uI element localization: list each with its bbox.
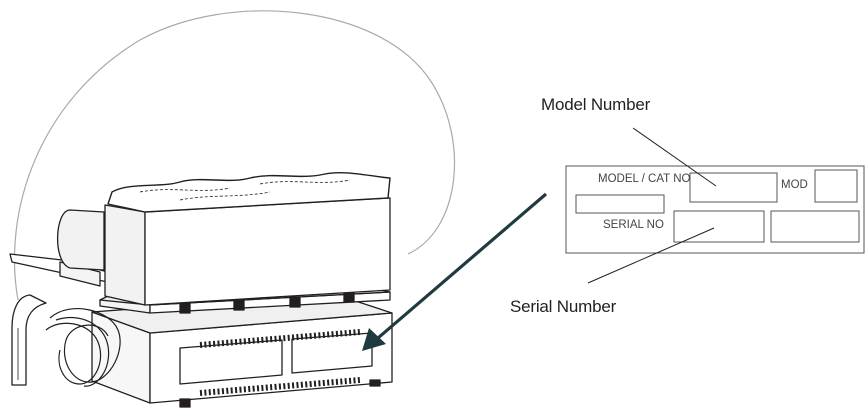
- serial-extra-box: [770, 210, 860, 243]
- appliance-unit: [9, 171, 393, 408]
- model-extra-box: [575, 194, 665, 214]
- model-number-leader: [632, 127, 717, 187]
- pointer-arrow-head: [362, 328, 386, 351]
- mod-box: [814, 169, 858, 203]
- model-cat-no-label: MODEL / CAT NO: [598, 173, 691, 185]
- model-number-callout: Model Number: [541, 95, 651, 114]
- dome-outline: [13, 10, 456, 301]
- serial-no-box: [673, 210, 765, 243]
- serial-number-leader: [587, 227, 715, 284]
- serial-no-label: SERIAL NO: [603, 219, 664, 231]
- mod-label: MOD: [781, 179, 808, 191]
- serial-number-callout: Serial Number: [510, 297, 617, 316]
- pointer-arrow-line: [376, 192, 548, 340]
